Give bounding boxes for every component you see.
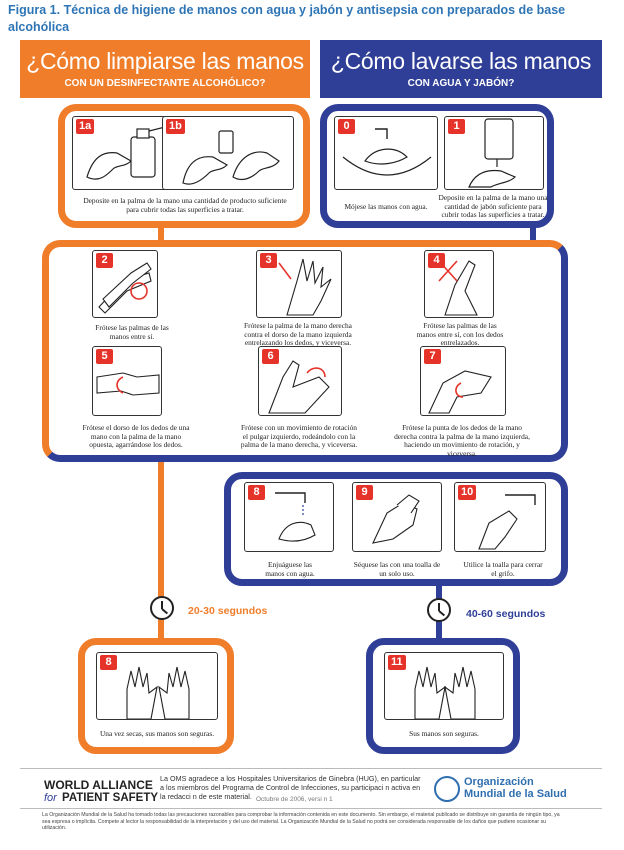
hand-illustration-icon: [86, 126, 166, 180]
step-4-number: 4: [428, 253, 445, 268]
step-8-safe-illustration: 8: [96, 652, 218, 720]
hand-illustration-icon: [414, 666, 476, 719]
step-3-description: Frótese la palma de la mano derecha cont…: [244, 321, 352, 348]
header-alcohol-title: ¿Cómo limpiarse las manos: [26, 48, 304, 74]
step-6-illustration: 6: [258, 346, 342, 416]
header-soap-title: ¿Cómo lavarse las manos: [330, 48, 592, 74]
hand-illustration-icon: [372, 494, 420, 544]
footer-divider-bottom: [20, 808, 602, 809]
step-10-description: Utilice la toalla para cerrar el grifo.: [463, 560, 543, 578]
step-8-number: 8: [248, 485, 265, 500]
step-5-number: 5: [96, 349, 113, 364]
hand-illustration-icon: [468, 118, 517, 188]
who-name-line2: Mundial de la Salud: [464, 788, 567, 800]
hand-illustration-icon: [428, 370, 492, 414]
step-1a-illustration: 1a: [72, 116, 176, 190]
step-8-safe-number: 8: [100, 655, 117, 670]
step-2-description: Frótese las palmas de las manos entre sí…: [95, 323, 169, 341]
timer-alcohol: 20-30 segundos: [188, 605, 268, 617]
hand-illustration-icon: [96, 372, 160, 396]
hand-illustration-icon: [342, 128, 432, 176]
connector-orange-vertical: [158, 458, 164, 644]
step-1b-number: 1b: [166, 119, 185, 134]
header-alcohol-subtitle: CON UN DESINFECTANTE ALCOHÓLICO?: [64, 78, 266, 89]
step-1b-illustration: 1b: [162, 116, 294, 190]
world-alliance-patient-safety: PATIENT SAFETY: [62, 792, 159, 804]
step-0-illustration: 0: [334, 116, 438, 190]
step-9-number: 9: [356, 485, 373, 500]
step-8-illustration: 8: [244, 482, 334, 552]
who-name: Organización Mundial de la Salud: [464, 776, 567, 800]
step-10-illustration: 10: [454, 482, 546, 552]
hand-illustration-icon: [478, 494, 536, 550]
step-6-number: 6: [262, 349, 279, 364]
step-7-illustration: 7: [420, 346, 506, 416]
figure-caption: Figura 1. Técnica de higiene de manos co…: [8, 3, 566, 34]
step-11-illustration: 11: [384, 652, 504, 720]
step-11-number: 11: [388, 655, 406, 670]
step-1-description: Deposite en la palma de la mano una cant…: [438, 193, 548, 220]
disclaimer-text: La Organización Mundial de la Salud ha t…: [42, 812, 560, 831]
rotation-arrow-icon: [116, 376, 124, 394]
hand-illustration-icon: [182, 130, 280, 185]
hand-illustration-icon: [268, 360, 330, 414]
step-1-number: 1: [448, 119, 465, 134]
step-9-illustration: 9: [352, 482, 442, 552]
connector-blue-right: [530, 226, 536, 246]
connector-orange-right: [158, 222, 164, 246]
world-alliance-for: for: [44, 792, 57, 804]
step-5-illustration: 5: [92, 346, 162, 416]
step-4-description: Frótese las palmas de las manos entre sí…: [416, 321, 504, 348]
step-1b-description: Deposite en la palma de la mano una cant…: [83, 196, 287, 214]
timer-soap: 40-60 segundos: [466, 608, 546, 620]
step-11-description: Sus manos son seguras.: [409, 729, 479, 738]
hand-illustration-icon: [126, 666, 190, 719]
hand-illustration-icon: [98, 262, 152, 314]
hand-illustration-icon: [275, 492, 316, 542]
who-name-line1: Organización: [464, 776, 534, 788]
header-soap-subtitle: CON AGUA Y JABÓN?: [407, 78, 515, 89]
step-10-number: 10: [458, 485, 477, 500]
step-6-description: Frótese con un movimiento de rotación el…: [240, 423, 358, 450]
rotation-arrow-icon: [455, 382, 464, 398]
header-alcohol: ¿Cómo limpiarse las manos CON UN DESINFE…: [20, 40, 310, 98]
rotation-arrow-icon: [306, 367, 326, 378]
step-1-illustration: 1: [444, 116, 544, 190]
who-emblem-icon: [434, 776, 460, 802]
step-2-illustration: 2: [92, 250, 158, 318]
footer-divider: [20, 768, 602, 769]
step-2-number: 2: [96, 253, 113, 268]
step-4-illustration: 4: [424, 250, 494, 318]
step-7-number: 7: [424, 349, 441, 364]
clock-icon: [150, 596, 174, 620]
step-3-number: 3: [260, 253, 277, 268]
acknowledgement-text: La OMS agradece a los Hospitales Univers…: [160, 774, 421, 801]
step-5-description: Frótese el dorso de los dedos de una man…: [82, 423, 190, 450]
step-9-description: Séquese las con una toalla de un solo us…: [353, 560, 441, 578]
step-3-illustration: 3: [256, 250, 342, 318]
step-1a-number: 1a: [76, 119, 95, 134]
rotation-arrow-icon: [130, 282, 148, 300]
version-date: Octubre de 2006, versi n 1: [256, 796, 333, 803]
clock-icon: [427, 598, 451, 622]
step-7-description: Frótese la punta de los dedos de la mano…: [394, 423, 530, 458]
header-soap: ¿Cómo lavarse las manos CON AGUA Y JABÓN…: [320, 40, 602, 98]
hand-illustration-icon: [278, 258, 332, 316]
world-alliance-title: WORLD ALLIANCE: [44, 778, 153, 792]
step-8-safe-description: Una vez secas, sus manos son seguras.: [99, 729, 215, 738]
step-0-description: Mójese las manos con agua.: [344, 202, 428, 211]
step-8-rinse-description: Enjuáguese las manos con agua.: [265, 560, 315, 578]
step-0-number: 0: [338, 119, 355, 134]
